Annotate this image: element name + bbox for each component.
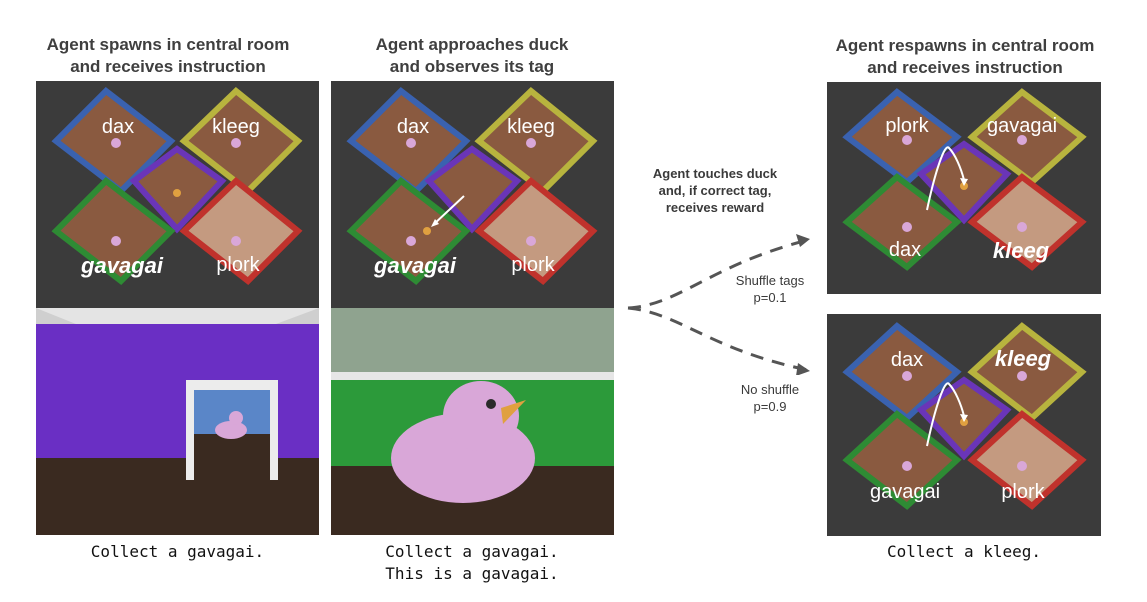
- heading-respawn-line1: Agent respawns in central room: [835, 36, 1095, 55]
- room-label-top-left: plork: [885, 115, 929, 137]
- caption-approach: Collect a gavagai. This is a gavagai.: [322, 541, 622, 585]
- room-label-bottom-right: plork: [511, 254, 555, 276]
- heading-respawn: Agent respawns in central room and recei…: [806, 35, 1124, 79]
- heading-spawn: Agent spawns in central room and receive…: [18, 34, 318, 78]
- room-label-top-right: kleeg: [507, 116, 555, 138]
- caption-spawn-line1: Collect a gavagai.: [90, 542, 265, 561]
- room-label-bottom-right: plork: [216, 254, 260, 276]
- no-shuffle-arrowhead: [796, 363, 810, 375]
- branch-arrows: [627, 234, 810, 375]
- room-label-bottom-left-target: gavagai: [373, 253, 457, 278]
- caption-approach-line1: Collect a gavagai.: [385, 542, 559, 561]
- heading-spawn-line1: Agent spawns in central room: [46, 35, 290, 54]
- shuffle-arrowhead: [796, 234, 810, 247]
- map-view-spawn: dax kleeg gavagai plork: [36, 81, 319, 308]
- room-label-bottom-left: gavagai: [870, 481, 940, 503]
- shuffle-label-line2: p=0.1: [753, 290, 787, 305]
- room-label-top-right: gavagai: [987, 115, 1057, 137]
- fpv-approach-scene: [331, 308, 614, 535]
- room-label-top-left: dax: [102, 116, 134, 138]
- caption-respawn-line1: Collect a kleeg.: [886, 542, 1042, 561]
- room-label-top-left: dax: [397, 116, 429, 138]
- heading-approach-line1: Agent approaches duck: [375, 35, 569, 54]
- no-shuffle-label: No shuffle p=0.9: [720, 381, 820, 415]
- map-panel-shuffle: plork gavagai dax kleeg: [827, 82, 1101, 294]
- map-panel-approach: dax kleeg gavagai plork: [331, 81, 614, 308]
- no-shuffle-branch-arrow: [627, 306, 809, 372]
- touch-note-line3: receives reward: [665, 200, 765, 215]
- map-panel-spawn: dax kleeg gavagai plork: [36, 81, 319, 308]
- touch-reward-note: Agent touches duck and, if correct tag, …: [630, 165, 800, 216]
- room-label-bottom-left: dax: [889, 239, 921, 261]
- map-view-approach: dax kleeg gavagai plork: [331, 81, 614, 308]
- room-label-bottom-right-target: kleeg: [993, 238, 1050, 263]
- no-shuffle-label-line1: No shuffle: [740, 382, 800, 397]
- room-label-bottom-right: plork: [1001, 481, 1045, 503]
- caption-approach-line2: This is a gavagai.: [385, 564, 559, 583]
- room-label-top-right: kleeg: [212, 116, 260, 138]
- touch-note-line1: Agent touches duck: [652, 166, 778, 181]
- caption-respawn: Collect a kleeg.: [827, 541, 1101, 563]
- heading-spawn-line2: and receives instruction: [70, 57, 266, 76]
- fpv-spawn-scene: [36, 308, 319, 535]
- map-panel-no-shuffle: dax kleeg gavagai plork: [827, 314, 1101, 536]
- shuffle-label-line1: Shuffle tags: [735, 273, 805, 288]
- no-shuffle-label-line2: p=0.9: [753, 399, 787, 414]
- touch-note-line2: and, if correct tag,: [658, 183, 772, 198]
- map-view-no-shuffle: dax kleeg gavagai plork: [827, 314, 1101, 536]
- heading-approach-line2: and observes its tag: [389, 57, 555, 76]
- first-person-view-spawn: [36, 308, 319, 535]
- room-label-top-left: dax: [891, 349, 923, 371]
- shuffle-label: Shuffle tags p=0.1: [720, 272, 820, 306]
- room-label-top-right-target: kleeg: [995, 346, 1052, 371]
- heading-approach: Agent approaches duck and observes its t…: [322, 34, 622, 78]
- caption-spawn: Collect a gavagai.: [36, 541, 319, 563]
- first-person-view-approach: [331, 308, 614, 535]
- room-label-bottom-left-target: gavagai: [80, 253, 164, 278]
- map-view-shuffle: plork gavagai dax kleeg: [827, 82, 1101, 294]
- shuffle-branch-arrow: [627, 238, 809, 310]
- heading-respawn-line2: and receives instruction: [867, 58, 1063, 77]
